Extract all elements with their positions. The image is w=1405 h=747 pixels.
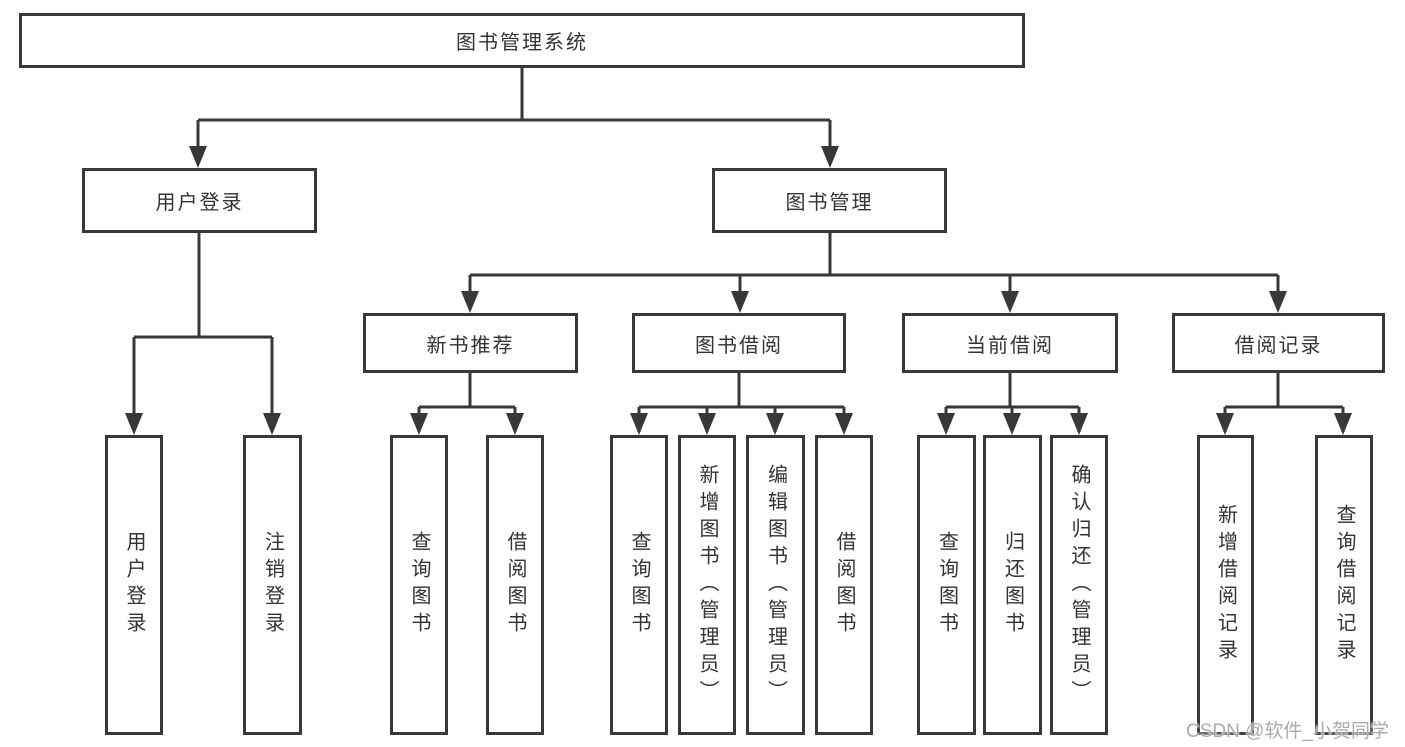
leaf-label: 用户登录 [123,531,145,639]
csdn-watermark: CSDN @软件_小贺同学 [1186,721,1389,742]
node-user-login: 用户登录 [82,168,317,233]
leaf-label: 借阅图书 [504,531,526,639]
leaf-return-books: 归还图书 [983,435,1042,735]
node-current-borrowing: 当前借阅 [902,313,1118,373]
leaf-edit-book-admin: 编辑图书（管理员） [746,435,805,735]
leaf-label: 借阅图书 [833,531,855,639]
leaf-query-books-recommend: 查询图书 [390,435,448,735]
leaf-user-login: 用户登录 [105,435,163,735]
node-book-management: 图书管理 [712,168,947,233]
arrowheads [125,146,1352,435]
node-library-management-system: 图书管理系统 [19,13,1025,68]
leaf-add-borrow-record: 新增借阅记录 [1197,435,1254,735]
leaf-query-books-current: 查询图书 [917,435,976,735]
leaf-label: 查询图书 [628,531,650,639]
leaf-label: 新增图书（管理员） [696,463,718,707]
node-new-book-recommendation: 新书推荐 [363,313,578,373]
leaf-label: 查询借阅记录 [1333,504,1355,666]
leaf-label: 新增借阅记录 [1214,504,1237,666]
leaf-logout: 注销登录 [243,435,302,735]
node-book-borrowing: 图书借阅 [632,313,846,373]
leaf-label: 注销登录 [261,531,284,639]
leaf-add-book-admin: 新增图书（管理员） [678,435,736,735]
leaf-label: 编辑图书（管理员） [764,463,787,707]
leaf-label: 归还图书 [1001,531,1024,639]
leaf-label: 确认归还（管理员） [1068,463,1090,707]
leaf-label: 查询图书 [408,531,430,639]
leaf-borrow-books-recommend: 借阅图书 [486,435,544,735]
leaf-query-borrow-record: 查询借阅记录 [1315,435,1373,735]
node-borrowing-records: 借阅记录 [1172,313,1385,373]
leaf-borrow-books: 借阅图书 [815,435,873,735]
leaf-query-books-borrow: 查询图书 [610,435,668,735]
leaf-confirm-return-admin: 确认归还（管理员） [1050,435,1108,735]
leaf-label: 查询图书 [935,531,958,639]
